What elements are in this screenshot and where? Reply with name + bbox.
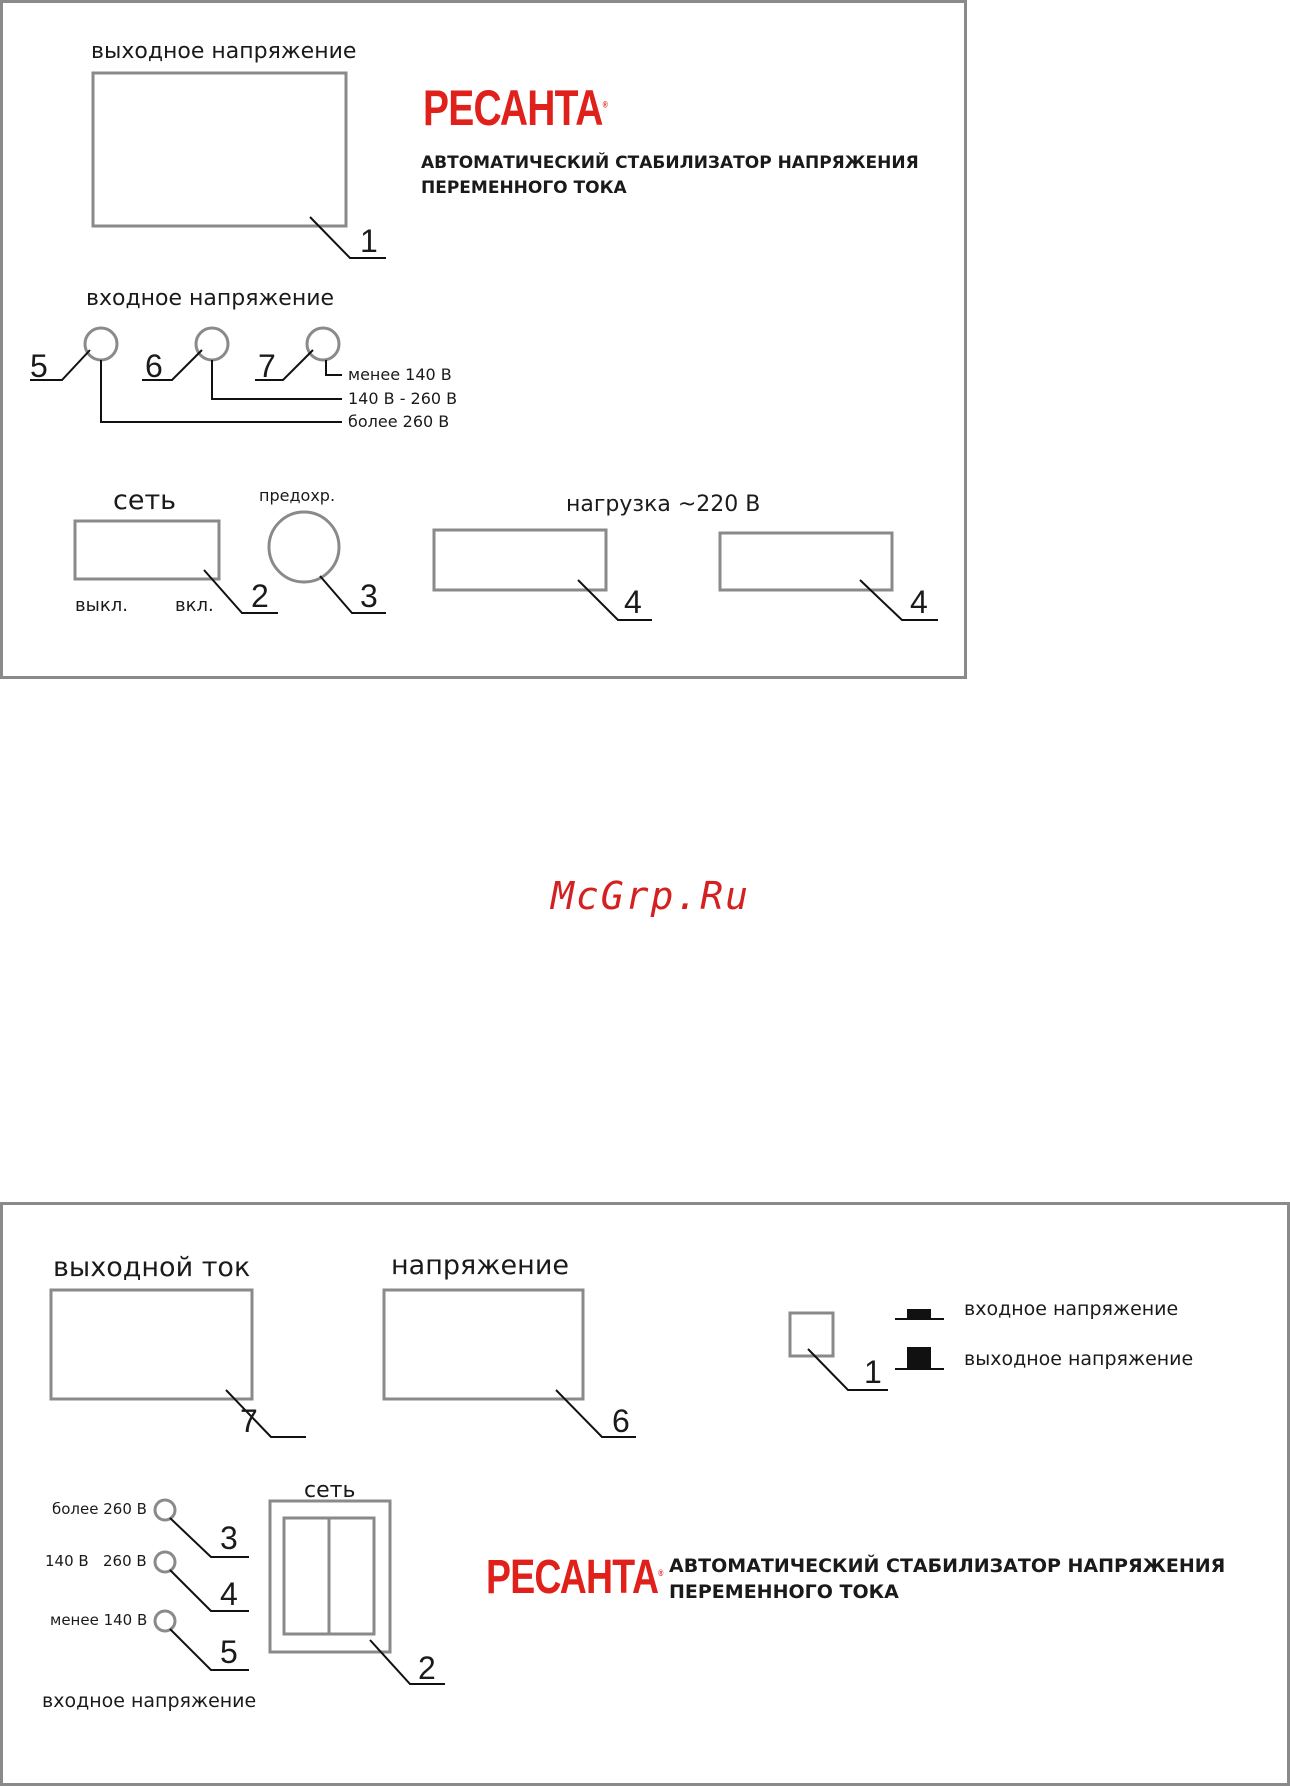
product-title-bottom-line1: АВТОМАТИЧЕСКИЙ СТАБИЛИЗАТОР НАПРЯЖЕНИЯ xyxy=(669,1555,1226,1577)
callout-6: 6 xyxy=(145,348,163,384)
callout-4b: 4 xyxy=(910,584,928,620)
callout-3-bottom: 3 xyxy=(220,1520,238,1556)
range-mid-label-bottom: 140 В 260 В xyxy=(45,1552,147,1570)
range-high-label-bottom: более 260 В xyxy=(52,1500,147,1518)
switch-on-label: вкл. xyxy=(175,595,214,616)
callout-1: 1 xyxy=(360,223,378,259)
product-title-line1: АВТОМАТИЧЕСКИЙ СТАБИЛИЗАТОР НАПРЯЖЕНИЯ xyxy=(421,153,919,173)
brand-logo: РЕСАНТА® xyxy=(423,83,608,133)
product-title: АВТОМАТИЧЕСКИЙ СТАБИЛИЗАТОР НАПРЯЖЕНИЯ П… xyxy=(421,151,919,200)
front-panel-top xyxy=(0,0,967,679)
callout-6-bottom: 6 xyxy=(612,1403,630,1439)
output-current-label: выходной ток xyxy=(53,1252,251,1283)
load-label: нагрузка ~220 В xyxy=(566,492,761,517)
input-voltage-label-bottom: входное напряжение xyxy=(42,1690,257,1712)
brand-logo-text: РЕСАНТА xyxy=(423,80,603,136)
product-title-bottom-line2: ПЕРЕМЕННОГО ТОКА xyxy=(669,1580,899,1603)
voltage-label: напряжение xyxy=(391,1250,569,1281)
range-low-label: менее 140 В xyxy=(348,365,452,384)
range-mid-label: 140 В - 260 В xyxy=(348,389,458,408)
switch-off-label: выкл. xyxy=(75,595,128,616)
legend-output-label: выходное напряжение xyxy=(964,1348,1194,1370)
callout-3: 3 xyxy=(360,578,378,614)
fuse-label: предохр. xyxy=(259,486,336,505)
front-panel-bottom xyxy=(0,1202,1290,1786)
range-low-label-bottom: менее 140 В xyxy=(50,1611,148,1629)
callout-4a: 4 xyxy=(624,584,642,620)
brand-logo-mark: ® xyxy=(602,99,608,110)
network-label: сеть xyxy=(113,485,177,516)
callout-2: 2 xyxy=(251,578,269,614)
callout-4-bottom: 4 xyxy=(220,1576,238,1612)
callout-5-bottom: 5 xyxy=(220,1634,238,1670)
brand-logo-bottom: РЕСАНТА® xyxy=(486,1554,663,1602)
brand-logo-bottom-text: РЕСАНТА xyxy=(486,1551,659,1604)
output-voltage-label: выходное напряжение xyxy=(91,39,357,64)
callout-7-bottom: 7 xyxy=(240,1403,258,1439)
brand-logo-bottom-mark: ® xyxy=(658,1568,664,1578)
watermark: McGrp.Ru xyxy=(551,874,751,918)
callout-5: 5 xyxy=(30,348,48,384)
product-title-bottom: АВТОМАТИЧЕСКИЙ СТАБИЛИЗАТОР НАПРЯЖЕНИЯ П… xyxy=(669,1554,1225,1605)
product-title-line2: ПЕРЕМЕННОГО ТОКА xyxy=(421,177,627,198)
input-voltage-label: входное напряжение xyxy=(86,286,335,311)
range-high-label: более 260 В xyxy=(348,412,450,431)
callout-1-bottom: 1 xyxy=(864,1354,882,1390)
callout-2-bottom: 2 xyxy=(418,1650,436,1686)
callout-7: 7 xyxy=(258,348,276,384)
legend-input-label: входное напряжение xyxy=(964,1298,1179,1320)
network-label-bottom: сеть xyxy=(304,1478,356,1503)
